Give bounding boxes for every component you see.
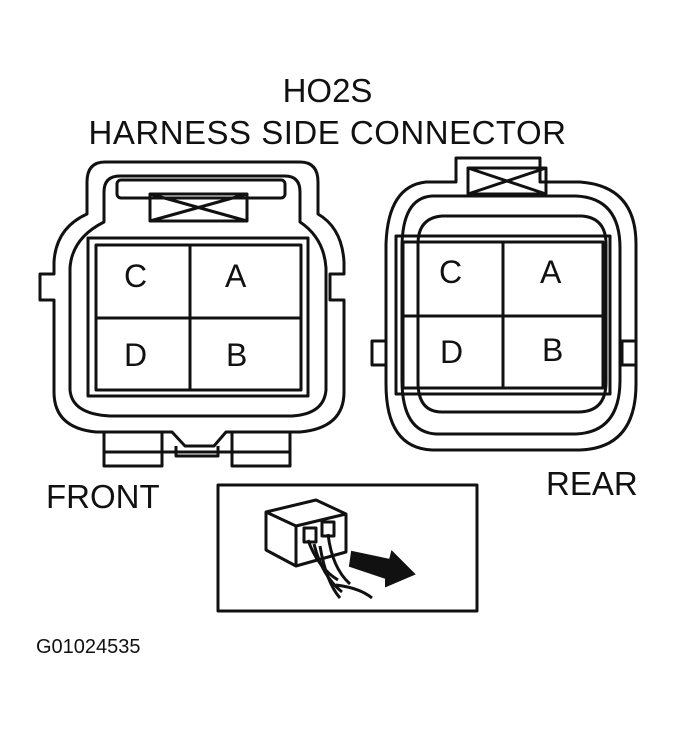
- rear-connector-label: REAR: [546, 465, 638, 502]
- figure-code: G01024535: [36, 636, 141, 658]
- front-connector: [38, 160, 346, 468]
- inset-frame: [216, 483, 479, 613]
- front-lock-tab: [148, 192, 249, 223]
- rear-pin-c: C: [439, 254, 462, 290]
- front-pin-a: A: [225, 258, 247, 294]
- small-connector-icon: [264, 498, 348, 568]
- rear-pin-b: B: [542, 332, 563, 368]
- front-pin-b: B: [226, 337, 247, 373]
- probe-inset: [216, 483, 479, 613]
- rear-pin-d: D: [440, 334, 463, 370]
- insertion-arrow-icon: [348, 550, 416, 588]
- rear-pin-a: A: [540, 254, 562, 290]
- front-connector-label: FRONT: [46, 478, 160, 515]
- front-pin-c: C: [124, 258, 147, 294]
- diagram-subtitle: HARNESS SIDE CONNECTOR: [88, 114, 567, 151]
- front-pin-d: D: [124, 337, 147, 373]
- rear-lock-tab: [466, 166, 548, 196]
- front-pin-grid: [86, 236, 310, 398]
- rear-connector: [370, 156, 638, 452]
- diagram-title: HO2S: [282, 72, 373, 109]
- rear-pin-grid: [394, 234, 612, 396]
